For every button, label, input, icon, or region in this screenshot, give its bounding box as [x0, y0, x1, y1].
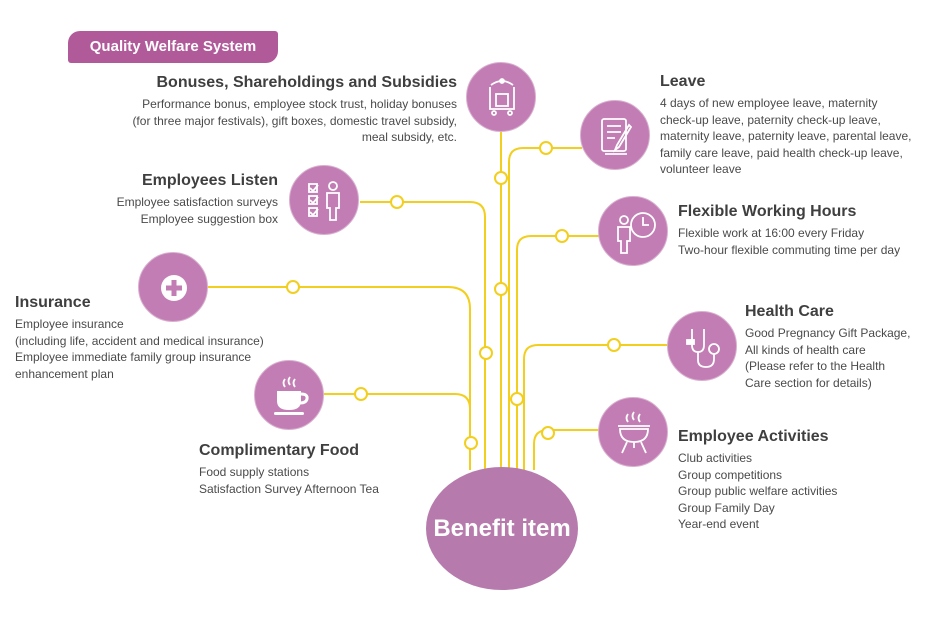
- luggage-cart-icon: [466, 62, 536, 132]
- coffee-cup-icon: [254, 360, 324, 430]
- health-title: Health Care: [745, 303, 834, 320]
- health-line: All kinds of health care: [745, 342, 866, 357]
- flex-line: Two-hour flexible commuting time per day: [678, 242, 901, 257]
- leave-line: 4 days of new employee leave, maternity: [660, 96, 878, 110]
- activities-line: Year-end event: [678, 517, 759, 531]
- health-line: Good Pregnancy Gift Package,: [745, 326, 911, 340]
- listen-block: Employees Listen Employee satisfaction s…: [117, 172, 278, 227]
- leave-line: volunteer leave: [660, 162, 742, 176]
- leave-form-icon: [580, 100, 650, 170]
- insurance-line: Employee insurance: [15, 317, 124, 331]
- leave-title: Leave: [660, 73, 706, 90]
- barbecue-grill-icon: [598, 397, 668, 467]
- checklist-person-icon: [289, 165, 359, 235]
- activities-title: Employee Activities: [678, 428, 829, 445]
- clock-person-icon: [598, 196, 668, 266]
- food-block: Complimentary Food Food supply stations …: [199, 442, 379, 497]
- insurance-block: Insurance Employee insurance (including …: [15, 294, 264, 382]
- leave-line: check-up leave, paternity check-up leave…: [660, 112, 881, 127]
- section-tag: Quality Welfare System: [68, 31, 278, 63]
- stethoscope-icon: [667, 311, 737, 381]
- leave-line: maternity leave, paternity leave, parent…: [660, 129, 912, 143]
- bonuses-title: Bonuses, Shareholdings and Subsidies: [156, 74, 458, 91]
- activities-line: Group Family Day: [678, 500, 775, 515]
- flex-title: Flexible Working Hours: [678, 203, 857, 220]
- benefit-hub: Benefit item: [426, 467, 578, 590]
- food-title: Complimentary Food: [199, 442, 360, 459]
- listen-title: Employees Listen: [141, 172, 278, 189]
- insurance-line: Employee immediate family group insuranc…: [15, 350, 252, 364]
- medical-cross-icon: [138, 252, 208, 322]
- activities-block: Employee Activities Club activities Grou…: [678, 428, 837, 533]
- activities-line: Group competitions: [678, 467, 783, 482]
- insurance-title: Insurance: [15, 294, 91, 311]
- flex-block: Flexible Working Hours Flexible work at …: [678, 203, 900, 258]
- insurance-line: enhancement plan: [15, 366, 114, 381]
- activities-line: Club activities: [678, 451, 753, 465]
- food-line: Food supply stations: [199, 465, 310, 479]
- insurance-line: (including life, accident and medical in…: [15, 333, 264, 348]
- bonuses-block: Bonuses, Shareholdings and Subsidies Per…: [132, 74, 457, 146]
- health-block: Health Care Good Pregnancy Gift Package,…: [745, 303, 910, 391]
- leave-block: Leave 4 days of new employee leave, mate…: [660, 73, 911, 178]
- bonuses-line: Performance bonus, employee stock trust,…: [142, 97, 457, 111]
- bonuses-line: (for three major festivals), gift boxes,…: [132, 113, 457, 128]
- bonuses-line: meal subsidy, etc.: [361, 130, 457, 144]
- health-line: Care section for details): [745, 375, 872, 390]
- leave-line: family care leave, paid health check-up …: [660, 145, 903, 160]
- health-line: (Please refer to the Health: [745, 359, 886, 373]
- flex-line: Flexible work at 16:00 every Friday: [678, 226, 865, 240]
- food-line: Satisfaction Survey Afternoon Tea: [199, 481, 379, 496]
- activities-line: Group public welfare activities: [678, 484, 838, 498]
- listen-line: Employee satisfaction surveys: [116, 195, 278, 209]
- listen-line: Employee suggestion box: [140, 211, 278, 226]
